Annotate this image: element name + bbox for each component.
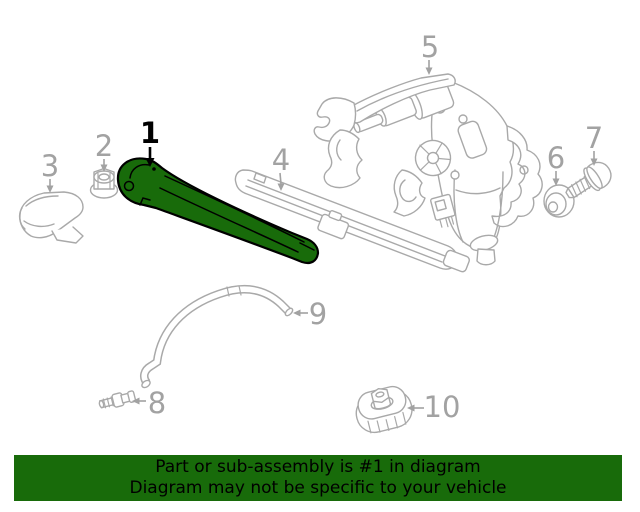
callout-8-label: 8 <box>148 386 166 420</box>
callout-3-label: 3 <box>41 149 59 183</box>
wiper-arm-cover <box>18 191 84 244</box>
wiper-blade <box>234 169 470 273</box>
callout-1-label: 1 <box>140 116 160 150</box>
motor-grommet-nut <box>355 385 413 434</box>
pivot-shaft <box>353 113 384 134</box>
callout-4-arrow <box>279 172 282 185</box>
callout-5-label: 5 <box>421 30 439 64</box>
callout-5: 5 <box>421 30 439 75</box>
callout-2-label: 2 <box>95 129 113 163</box>
callout-4: 4 <box>272 143 290 191</box>
callout-7: 7 <box>585 121 603 166</box>
bracket-hole <box>519 165 529 175</box>
wiper-motor-assembly <box>313 73 543 266</box>
callout-9-label: 9 <box>309 297 327 331</box>
callout-3: 3 <box>41 149 59 193</box>
mounting-screw <box>565 161 612 199</box>
callout-6: 6 <box>547 141 565 186</box>
callout-8: 8 <box>132 386 166 420</box>
motor-connector <box>430 193 456 228</box>
banner-line2: Diagram may not be specific to your vehi… <box>129 478 507 498</box>
callouts: 1 2 3 4 5 <box>41 30 603 424</box>
wiper-arm-highlighted <box>116 157 320 265</box>
blade-end-cap <box>442 249 470 273</box>
callout-10-label: 10 <box>424 390 461 424</box>
callout-6-label: 6 <box>547 141 565 175</box>
callout-4-label: 4 <box>272 143 290 177</box>
callout-7-label: 7 <box>585 121 603 155</box>
callout-2: 2 <box>95 129 113 172</box>
banner-line1: Part or sub-assembly is #1 in diagram <box>155 457 481 477</box>
washer-check-valve <box>98 390 137 409</box>
motor-gear-wheel <box>414 139 452 177</box>
wiper-arm-nut <box>89 167 119 199</box>
callout-9: 9 <box>293 297 327 331</box>
blade-connector-clip <box>317 210 350 240</box>
bottom-banner: Part or sub-assembly is #1 in diagram Di… <box>14 455 622 501</box>
arm-pivot-hole <box>123 180 135 192</box>
washer-hose <box>140 285 294 389</box>
callout-10: 10 <box>407 390 460 424</box>
callout-1: 1 <box>140 116 160 167</box>
